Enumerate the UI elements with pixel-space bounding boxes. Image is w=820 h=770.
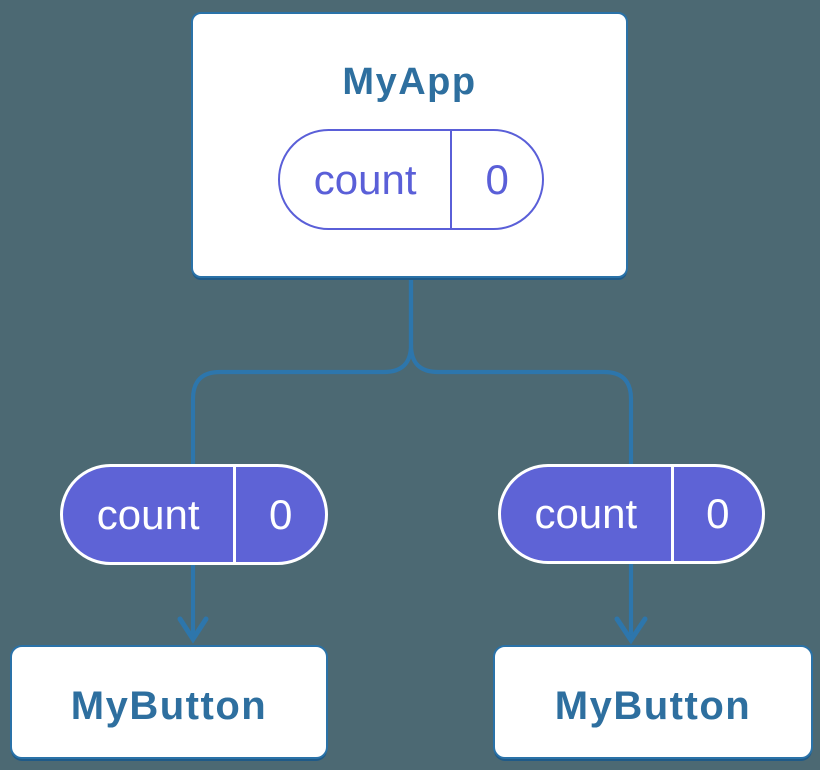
component-title-mybutton-left: MyButton (70, 683, 268, 728)
state-value-label: 0 (450, 131, 542, 228)
connector-right-branch (408, 277, 634, 636)
component-title-myapp: MyApp (342, 61, 477, 103)
arrowhead-down-left-icon (177, 616, 209, 644)
state-name-label: count (313, 155, 417, 203)
component-node-myapp: MyApp count 0 (191, 12, 628, 278)
prop-value-label: 0 (670, 467, 762, 561)
state-pill-myapp: count 0 (278, 129, 544, 230)
component-node-mybutton-right: MyButton (493, 645, 813, 759)
component-node-mybutton-left: MyButton (10, 645, 328, 759)
prop-name-label: count (534, 490, 638, 537)
connector-left-branch (190, 277, 414, 636)
prop-name-label: count (96, 490, 200, 538)
component-title-mybutton-right: MyButton (554, 683, 752, 728)
prop-pill-left: count 0 (60, 464, 328, 565)
prop-pill-right: count 0 (498, 464, 765, 564)
prop-value-label: 0 (233, 467, 325, 562)
arrowhead-down-right-icon (614, 616, 648, 645)
